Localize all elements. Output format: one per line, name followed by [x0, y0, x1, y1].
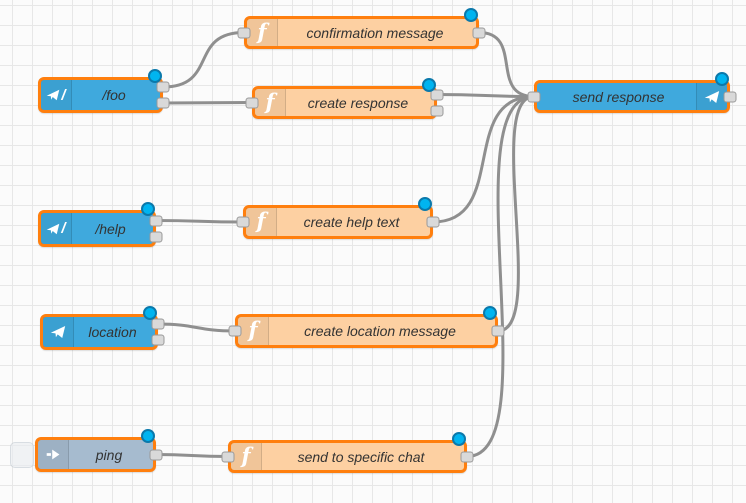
input-port-create_location[interactable] — [228, 325, 242, 337]
output-port-location-1[interactable] — [151, 334, 165, 346]
node-confirmation[interactable]: f confirmation message — [244, 16, 479, 49]
output-port-confirmation-0[interactable] — [472, 27, 486, 38]
input-port-create_response[interactable] — [245, 97, 259, 108]
output-port-create_location-0[interactable] — [491, 325, 505, 337]
node-create_location[interactable]: f create location message — [235, 314, 498, 348]
paper-plane-icon — [696, 83, 727, 110]
output-port-location-0[interactable] — [151, 318, 165, 330]
node-label-location: location — [88, 324, 137, 340]
function-f-glyph: f — [256, 208, 266, 233]
input-port-confirmation[interactable] — [237, 27, 251, 38]
node-location[interactable]: location — [40, 314, 158, 350]
function-f-glyph: f — [257, 18, 267, 44]
wire-location-to-create_location[interactable] — [156, 322, 237, 333]
node-send_chat[interactable]: f send to specific chat — [228, 440, 467, 473]
inject-arrow-icon — [38, 440, 69, 469]
function-icon: f — [238, 317, 269, 345]
output-port-send_chat-0[interactable] — [460, 451, 474, 462]
node-label-foo: /foo — [102, 87, 126, 103]
slash-glyph: / — [61, 86, 66, 104]
slash-glyph: / — [61, 220, 66, 237]
function-f-glyph: f — [248, 317, 258, 342]
input-port-send_chat[interactable] — [221, 451, 235, 462]
output-port-foo-1[interactable] — [156, 97, 170, 109]
paper-plane-slash-icon: / — [41, 213, 72, 244]
wire-foo-to-confirmation[interactable] — [161, 31, 246, 89]
node-label-create_location: create location message — [304, 323, 456, 339]
output-port-create_response-0[interactable] — [430, 89, 444, 100]
output-port-create_help-0[interactable] — [426, 216, 440, 228]
output-port-create_response-1[interactable] — [430, 105, 444, 116]
changed-indicator — [141, 202, 155, 216]
changed-indicator — [483, 306, 497, 320]
inject-button[interactable] — [10, 441, 34, 468]
input-port-send_response[interactable] — [527, 91, 541, 102]
node-ping[interactable]: ping — [35, 437, 156, 472]
function-icon: f — [231, 443, 262, 470]
output-port-foo-0[interactable] — [156, 81, 170, 93]
node-create_response[interactable]: f create response — [252, 86, 437, 119]
node-label-send_chat: send to specific chat — [297, 448, 425, 465]
output-port-ping-0[interactable] — [149, 449, 163, 460]
node-label-ping: ping — [95, 446, 123, 463]
function-f-glyph: f — [241, 442, 251, 468]
wire-ping-to-send_chat[interactable] — [154, 453, 230, 458]
function-icon: f — [247, 19, 278, 46]
node-create_help[interactable]: f create help text — [243, 205, 433, 239]
node-help[interactable]: / /help — [38, 210, 156, 247]
wire-confirmation-to-send_response[interactable] — [477, 31, 536, 98]
wire-send_chat-to-send_response[interactable] — [465, 95, 536, 458]
node-label-help: /help — [95, 220, 126, 237]
function-icon: f — [246, 208, 277, 236]
wire-create_help-to-send_response[interactable] — [431, 95, 536, 224]
changed-indicator — [452, 432, 466, 446]
node-label-create_response: create response — [307, 94, 409, 111]
node-label-send_response: send response — [572, 88, 665, 105]
wire-foo-to-create_response[interactable] — [161, 101, 254, 105]
paper-plane-icon — [43, 317, 74, 347]
input-port-create_help[interactable] — [236, 216, 250, 228]
changed-indicator — [464, 8, 478, 22]
function-f-glyph: f — [265, 88, 275, 114]
output-port-help-1[interactable] — [149, 231, 163, 242]
changed-indicator — [418, 197, 432, 211]
paper-plane-slash-icon: / — [41, 80, 72, 110]
node-label-create_help: create help text — [303, 214, 400, 230]
changed-indicator — [422, 78, 436, 92]
changed-indicator — [148, 69, 162, 83]
output-port-help-0[interactable] — [149, 215, 163, 226]
wire-create_response-to-send_response[interactable] — [435, 93, 536, 98]
changed-indicator — [141, 429, 155, 443]
function-icon: f — [255, 89, 286, 116]
wire-create_location-to-send_response[interactable] — [496, 95, 536, 333]
node-foo[interactable]: / /foo — [38, 77, 163, 113]
changed-indicator — [143, 306, 157, 320]
output-port-send_response-0[interactable] — [723, 91, 737, 102]
node-label-confirmation: confirmation message — [306, 24, 444, 41]
wire-help-to-create_help[interactable] — [154, 219, 245, 224]
changed-indicator — [715, 72, 729, 86]
node-send_response[interactable]: send response — [534, 80, 730, 113]
